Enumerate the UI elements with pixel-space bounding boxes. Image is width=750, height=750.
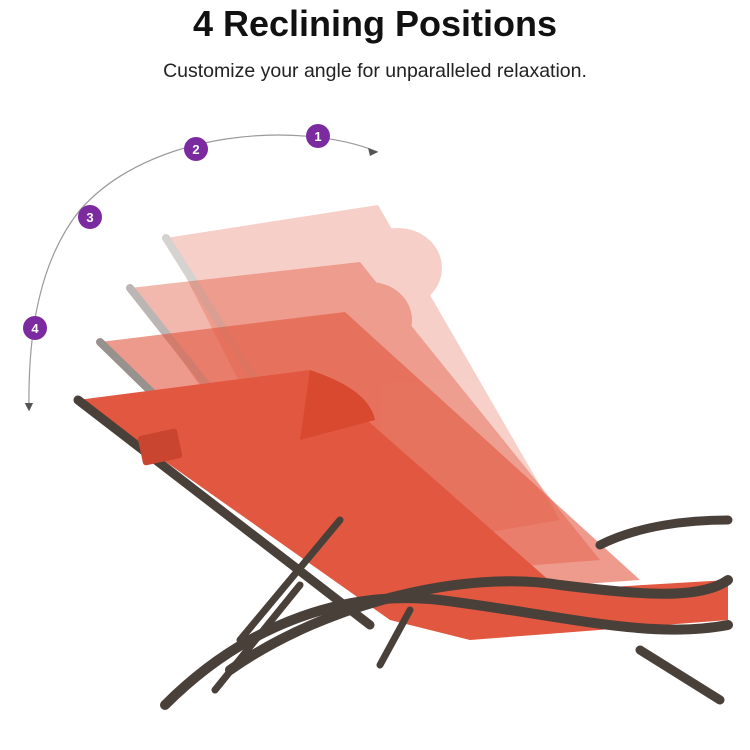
backrest-position-4 [73,370,728,640]
page-title: 4 Reclining Positions [192,3,558,44]
position-badge-2: 2 [184,137,208,161]
position-badge-4: 4 [23,316,47,340]
svg-text:3: 3 [86,210,93,225]
svg-text:4: 4 [31,321,39,336]
page-subtitle: Customize your angle for unparalleled re… [163,60,587,82]
position-badge-3: 3 [78,205,102,229]
chair-frame [160,515,733,710]
position-badge-1: 1 [306,124,330,148]
svg-text:2: 2 [192,142,199,157]
svg-text:1: 1 [314,129,321,144]
